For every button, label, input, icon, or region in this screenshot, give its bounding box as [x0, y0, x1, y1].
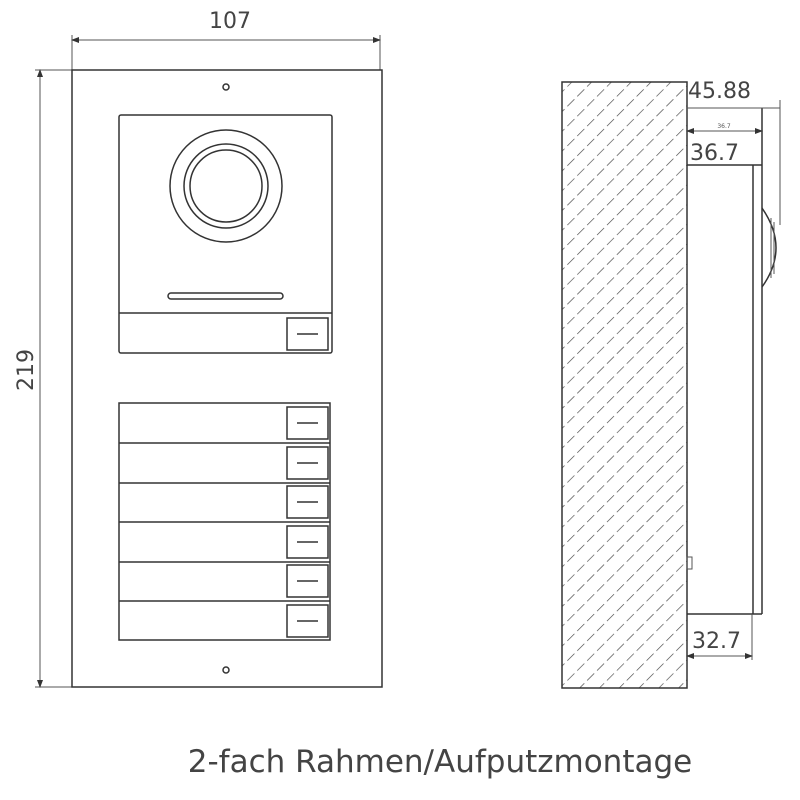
depth-bottom-label: 32.7	[692, 629, 741, 654]
depth-top-label: 36.7	[690, 141, 739, 166]
width-label: 107	[209, 9, 251, 34]
height-dimension: 219	[14, 69, 72, 688]
camera-module	[118, 114, 333, 354]
device-body	[686, 108, 777, 615]
call-button	[286, 604, 329, 638]
depth-top-dimension: 36.7 36.7	[686, 123, 763, 166]
caption: 2-fach Rahmen/Aufputzmontage	[188, 744, 692, 780]
screw-icon	[222, 83, 230, 91]
depth-total-dimension: 45.88	[687, 79, 781, 225]
call-button	[286, 564, 329, 598]
call-button	[286, 446, 329, 480]
wall-section	[561, 81, 688, 689]
camera-lens-icon	[169, 129, 283, 243]
camera-dome-icon	[761, 207, 777, 288]
led-strip	[167, 292, 284, 300]
front-view: 107 219	[14, 9, 383, 688]
depth-top-small-label: 36.7	[717, 123, 731, 130]
width-dimension: 107	[71, 9, 381, 70]
side-view: 45.88 36.7 36.7 32.7	[561, 79, 781, 689]
button-module	[118, 402, 331, 641]
depth-total-label: 45.88	[688, 79, 751, 104]
call-button	[286, 525, 329, 559]
call-button	[286, 406, 329, 440]
height-label: 219	[14, 349, 39, 391]
frame-outline	[71, 69, 383, 688]
call-button	[286, 485, 329, 519]
depth-bottom-dimension: 32.7	[686, 614, 753, 660]
call-button	[286, 317, 329, 351]
screw-icon	[222, 666, 230, 674]
